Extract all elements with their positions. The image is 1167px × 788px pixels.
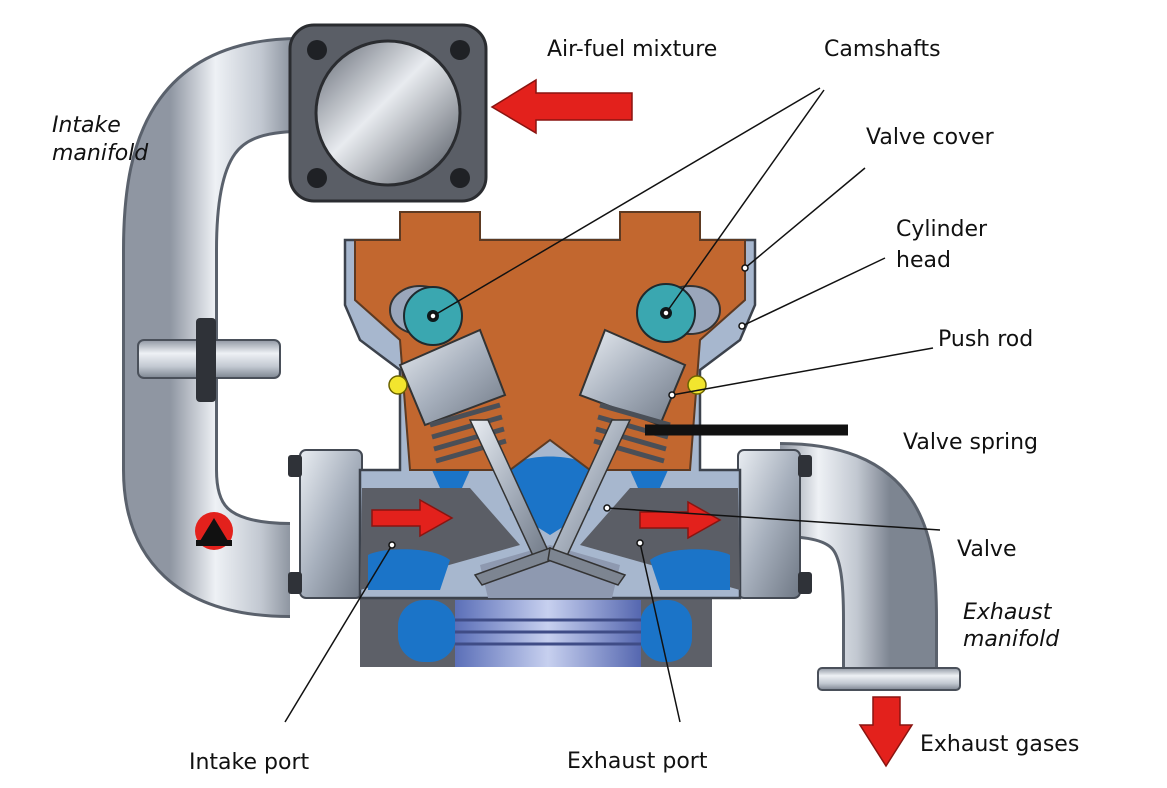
leader-dots [388, 264, 749, 549]
label-exhaust-gases: Exhaust gases [920, 732, 1080, 757]
label-intake-port: Intake port [189, 750, 310, 775]
label-intake-manifold-1: Intake [52, 113, 121, 138]
valves [468, 419, 632, 586]
intake-manifold [122, 37, 302, 618]
exhaust-manifold [778, 442, 961, 691]
port-flanges [288, 449, 812, 599]
exhaust-gases-arrow-icon [858, 696, 914, 768]
label-valve: Valve [957, 537, 1017, 562]
intake-flow-arrow-icon [371, 498, 454, 538]
intake-flange [288, 23, 488, 203]
valve-buckets [388, 328, 707, 427]
label-exhaust-manifold-1: Exhaust [963, 600, 1052, 625]
label-push-rod: Push rod [938, 327, 1034, 352]
label-air-fuel-mixture: Air-fuel mixture [547, 37, 718, 62]
engine-block [360, 595, 712, 667]
label-camshafts: Camshafts [824, 37, 941, 62]
label-valve-spring: Valve spring [903, 430, 1038, 455]
label-valve-cover: Valve cover [866, 125, 994, 150]
red-triangle-logo-icon [195, 512, 233, 550]
exhaust-flow-arrow-icon [639, 500, 722, 540]
label-cylinder-head-1: Cylinder [896, 217, 988, 242]
label-exhaust-manifold-2: manifold [963, 627, 1060, 652]
label-intake-manifold-2: manifold [52, 141, 149, 166]
flow-arrows [371, 78, 914, 768]
label-exhaust-port: Exhaust port [567, 749, 708, 774]
leader-lines [284, 87, 941, 723]
label-cylinder-head-2: head [896, 248, 951, 273]
air-fuel-arrow-icon [490, 78, 633, 135]
